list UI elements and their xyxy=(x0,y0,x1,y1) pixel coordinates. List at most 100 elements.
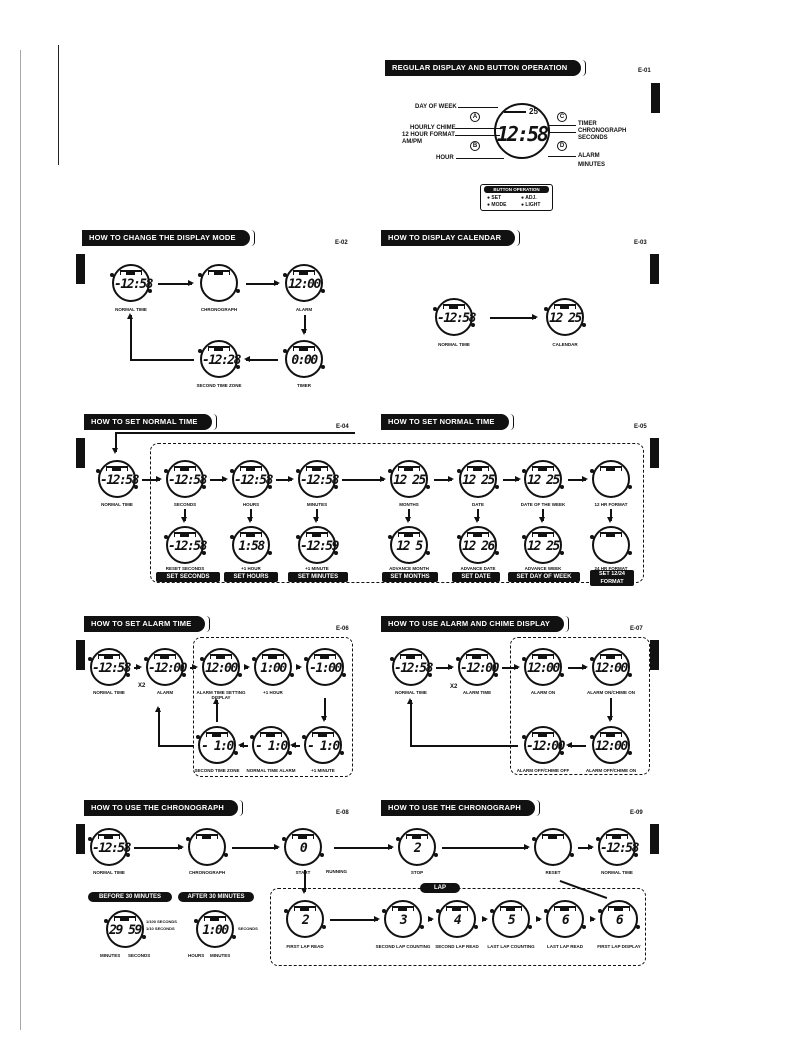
watch-alarm: -12:00 xyxy=(144,648,187,686)
caption: ALARM TIME SETTING DISPLAY xyxy=(196,690,246,700)
arrow-down xyxy=(181,509,187,523)
caption: +1 MINUTE xyxy=(305,566,329,571)
margin-rule xyxy=(58,45,59,165)
caption: ALARM ON/CHIME ON xyxy=(587,690,635,695)
chime-dashed-frame xyxy=(510,637,650,775)
x2-label: X2 xyxy=(138,683,146,689)
leader-line xyxy=(548,156,576,157)
day-indicator xyxy=(504,111,526,118)
label-set-day-of-week: SET DAY OF WEEK xyxy=(508,572,580,582)
label-seconds-2: SECONDS xyxy=(128,953,151,958)
caption: +1 HOUR xyxy=(263,690,283,695)
label-set-seconds: SET SECONDS xyxy=(156,572,220,582)
caption: RESET xyxy=(545,870,561,875)
arrow-right xyxy=(244,664,250,670)
caption: ALARM xyxy=(156,690,174,695)
leader-line xyxy=(455,135,500,136)
caption: ADVANCE WEEK xyxy=(524,566,562,571)
arrow-right xyxy=(503,476,521,482)
page-code: E-02 xyxy=(335,240,348,246)
caption: ALARM xyxy=(295,307,313,312)
arrow-right xyxy=(490,314,538,320)
arrow-down xyxy=(313,509,319,523)
watch-advance-week: 12 25 xyxy=(522,526,564,564)
watch-plus-hour: 1:00 xyxy=(252,648,294,686)
label-12-hour-format: 12 HOUR FORMAT xyxy=(402,132,455,138)
label-hours: HOURS xyxy=(188,953,205,958)
caption: CHRONOGRAPH xyxy=(188,870,226,875)
header-display-mode: HOW TO CHANGE THE DISPLAY MODE xyxy=(82,230,255,246)
caption: SECOND TIME ZONE xyxy=(196,383,242,388)
op-light: ● LIGHT xyxy=(521,202,541,208)
watch-hours: -12:58 xyxy=(230,460,273,498)
watch-advance-month: 12 5 xyxy=(388,526,430,564)
header-chronograph: HOW TO USE THE CHRONOGRAPH xyxy=(84,800,243,816)
caption: 24 HR FORMAT xyxy=(594,566,628,571)
label-after-30: AFTER 30 MINUTES xyxy=(178,892,254,902)
arrow-right xyxy=(428,916,434,922)
caption: SECONDS xyxy=(173,502,197,507)
caption: HOURS xyxy=(242,502,260,507)
label-minutes-2: MINUTES xyxy=(210,953,231,958)
caption: NORMAL TIME xyxy=(93,870,125,875)
label-tenths: 1/10 SECONDS xyxy=(146,926,175,931)
arrow-right xyxy=(334,844,394,850)
watch-12hr-format xyxy=(590,460,632,498)
page-code: E-09 xyxy=(630,810,643,816)
caption: +1 MINUTE xyxy=(311,768,335,773)
page-tab xyxy=(76,438,85,468)
caption: FIRST LAP READ xyxy=(286,944,324,949)
arrow-right xyxy=(502,664,520,670)
label-minutes: MINUTES xyxy=(578,162,605,168)
button-operation-title: BUTTON OPERATION xyxy=(484,186,549,193)
watch-normal-time: -12:58 xyxy=(110,264,153,302)
watch-months: 12 25 xyxy=(388,460,430,498)
arrow-left xyxy=(290,742,300,748)
watch-normal-time: -12:58 xyxy=(390,648,433,686)
watch-reset xyxy=(532,828,574,866)
arrow-down xyxy=(321,698,327,722)
arrow-down xyxy=(405,509,411,523)
watch-normal-time: -12:58 xyxy=(88,828,131,866)
arrow-left xyxy=(238,742,248,748)
arrow-down xyxy=(539,509,545,523)
return-line xyxy=(410,745,518,747)
arrow-down xyxy=(607,698,613,722)
caption: LAST LAP READ xyxy=(547,944,583,949)
watch-day-of-week: 12 25 xyxy=(522,460,564,498)
caption: FIRST LAP DISPLAY xyxy=(597,944,641,949)
caption: NORMAL TIME ALARM xyxy=(246,768,296,773)
date-digits: 25 xyxy=(529,107,538,116)
page-code: E-05 xyxy=(634,424,647,430)
x2-label: X2 xyxy=(450,684,458,690)
label-timer: TIMER xyxy=(578,121,597,127)
watch-reset-seconds: -12:58 xyxy=(164,526,207,564)
caption: MONTHS xyxy=(399,502,419,507)
arrow-up xyxy=(155,706,161,745)
watch-stop: 2 xyxy=(396,828,438,866)
watch-normal-time: -12:58 xyxy=(433,298,476,336)
arrow-right xyxy=(536,916,542,922)
caption: START xyxy=(295,870,311,875)
caption: SECOND TIME ZONE xyxy=(194,768,240,773)
header-alarm-chime: HOW TO USE ALARM AND CHIME DISPLAY xyxy=(381,616,570,632)
header-alarm-time: HOW TO SET ALARM TIME xyxy=(84,616,211,632)
header-normal-time: HOW TO SET NORMAL TIME xyxy=(84,414,217,430)
watch-second-lap-read: 4 xyxy=(436,900,478,938)
caption: NORMAL TIME xyxy=(115,307,147,312)
page-tab xyxy=(650,254,659,284)
op-mode: ● MODE xyxy=(487,202,507,208)
arrow-left xyxy=(566,742,586,748)
main-watch-face: 25 12:58 xyxy=(494,103,550,159)
button-c: C xyxy=(557,112,567,122)
page-tab xyxy=(76,640,85,670)
page-code: E-08 xyxy=(336,810,349,816)
arrow-down xyxy=(607,509,613,523)
arrow-right xyxy=(436,664,454,670)
arrow-right xyxy=(578,844,594,850)
caption: SECOND LAP READ xyxy=(435,944,479,949)
watch-calendar: 12 25 xyxy=(544,298,586,336)
arrow-up xyxy=(127,313,133,359)
watch-24hr-format xyxy=(590,526,632,564)
top-line xyxy=(115,432,355,434)
